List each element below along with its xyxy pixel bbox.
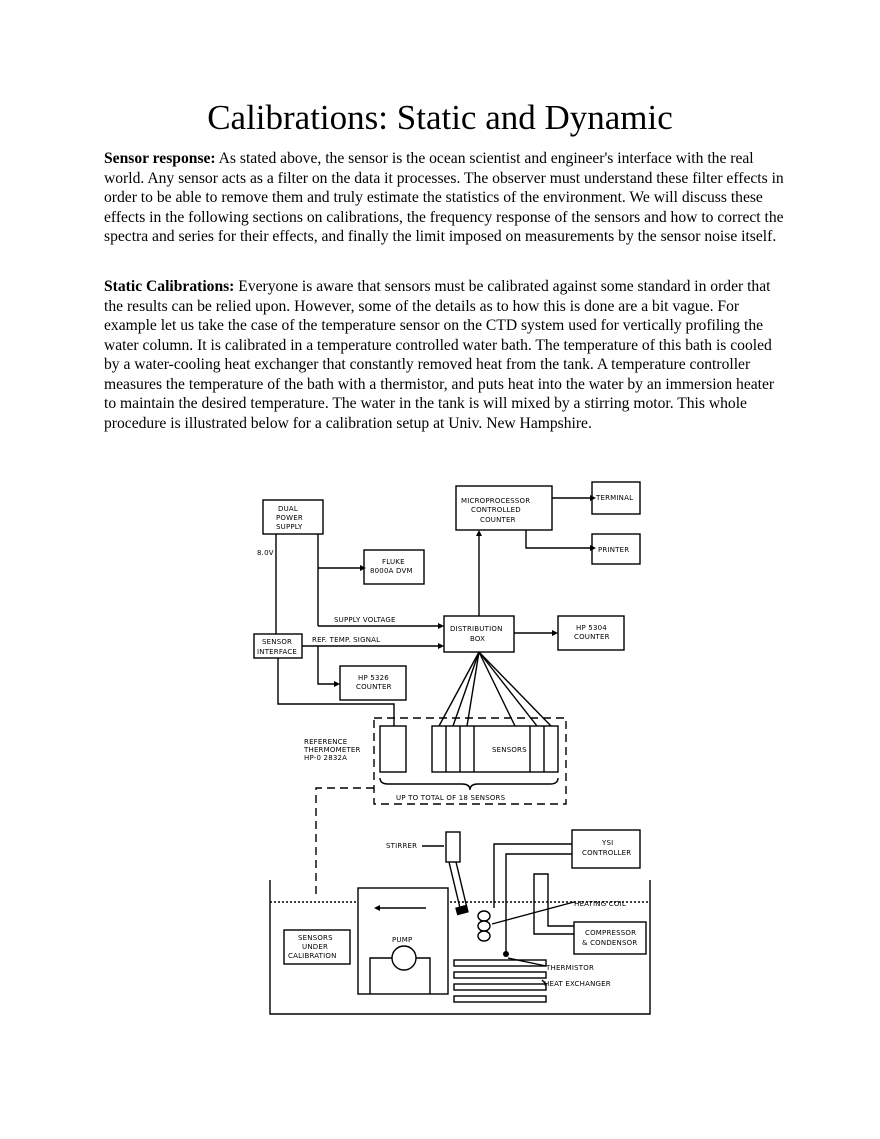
- microprocessor-box: [455, 485, 553, 531]
- hp5304-label: COUNTER: [574, 633, 610, 641]
- stirrer-label: STIRRER: [386, 842, 417, 850]
- hp5304-label: HP 5304: [576, 624, 607, 632]
- paragraph-heading: Static Calibrations:: [104, 278, 235, 295]
- sensor-interface-label: SENSOR: [262, 638, 292, 646]
- thermistor-label: THERMISTOR: [545, 964, 594, 972]
- paragraph-heading: Sensor response:: [104, 150, 216, 167]
- ref-temp-signal-label: REF. TEMP. SIGNAL: [312, 636, 380, 644]
- microprocessor-label: CONTROLLED: [471, 506, 521, 514]
- sensors-under-calibration-label: UNDER: [302, 943, 328, 951]
- paragraph-static-calibrations: Static Calibrations: Everyone is aware t…: [104, 277, 784, 433]
- reference-thermometer-label: REFERENCE: [304, 738, 347, 746]
- heating-coil-label: HEATING COIL: [574, 900, 626, 908]
- pump-label: PUMP: [392, 936, 412, 944]
- hp5326-label: HP 5326: [358, 674, 389, 682]
- paragraph-body: Everyone is aware that sensors must be c…: [104, 278, 775, 432]
- calibration-setup-diagram: DUAL POWER SUPPLY MICROPROCESSOR CONTROL…: [230, 468, 690, 1020]
- pump-circle: [391, 945, 417, 971]
- distribution-box-label: BOX: [470, 635, 485, 643]
- fluke-dvm-label: FLUKE: [382, 558, 405, 566]
- microprocessor-label: MICROPROCESSOR: [461, 497, 530, 505]
- reference-thermometer-label: HP-0 2832A: [304, 754, 347, 762]
- supply-voltage-label: SUPPLY VOLTAGE: [334, 616, 396, 624]
- reference-thermometer-box: [379, 725, 407, 773]
- ysi-controller-label: YSI: [601, 839, 613, 847]
- ysi-controller-box: [571, 829, 641, 869]
- compressor-label: COMPRESSOR: [585, 929, 636, 937]
- dual-power-supply-box: [262, 499, 324, 535]
- stirrer-motor: [445, 831, 461, 863]
- heat-exchanger-label: HEAT EXCHANGER: [544, 980, 611, 988]
- hp5326-label: COUNTER: [356, 683, 392, 691]
- sensors-box: [431, 725, 559, 773]
- hp5326-counter-box: [339, 665, 407, 701]
- page-title: Calibrations: Static and Dynamic: [207, 98, 673, 137]
- fluke-dvm-box: [363, 549, 425, 585]
- microprocessor-label: COUNTER: [480, 516, 516, 524]
- compressor-label: & CONDENSOR: [582, 939, 637, 947]
- compressor-box: [573, 921, 647, 955]
- fluke-dvm-label: 8000A DVM: [370, 567, 413, 575]
- distribution-box: [443, 615, 515, 653]
- sensors-under-calibration-label: CALIBRATION: [288, 952, 337, 960]
- distribution-box-label: DISTRIBUTION: [450, 625, 503, 633]
- up-to-total-label: UP TO TOTAL OF 18 SENSORS: [396, 794, 506, 802]
- sensors-under-calibration-box: [283, 929, 351, 965]
- dual-power-supply-label: POWER: [276, 514, 303, 522]
- reference-thermometer-label: THERMOMETER: [303, 746, 361, 754]
- paragraph-sensor-response: Sensor response: As stated above, the se…: [104, 149, 784, 247]
- sensors-label: SENSORS: [492, 746, 527, 754]
- ysi-controller-label: CONTROLLER: [582, 849, 631, 857]
- sensors-under-calibration-label: SENSORS: [298, 934, 333, 942]
- paragraph-body: As stated above, the sensor is the ocean…: [104, 150, 784, 245]
- voltage-label: 8.0V: [257, 549, 274, 557]
- diagram-svg: DUAL POWER SUPPLY MICROPROCESSOR CONTROL…: [253, 481, 651, 1015]
- dual-power-supply-label: SUPPLY: [276, 523, 303, 531]
- dual-power-supply-label: DUAL: [278, 505, 298, 513]
- printer-label: PRINTER: [598, 546, 629, 554]
- sensor-interface-label: INTERFACE: [257, 648, 297, 656]
- hp5304-counter-box: [557, 615, 625, 651]
- terminal-label: TERMINAL: [595, 494, 633, 502]
- sensor-interface-box: [253, 633, 303, 659]
